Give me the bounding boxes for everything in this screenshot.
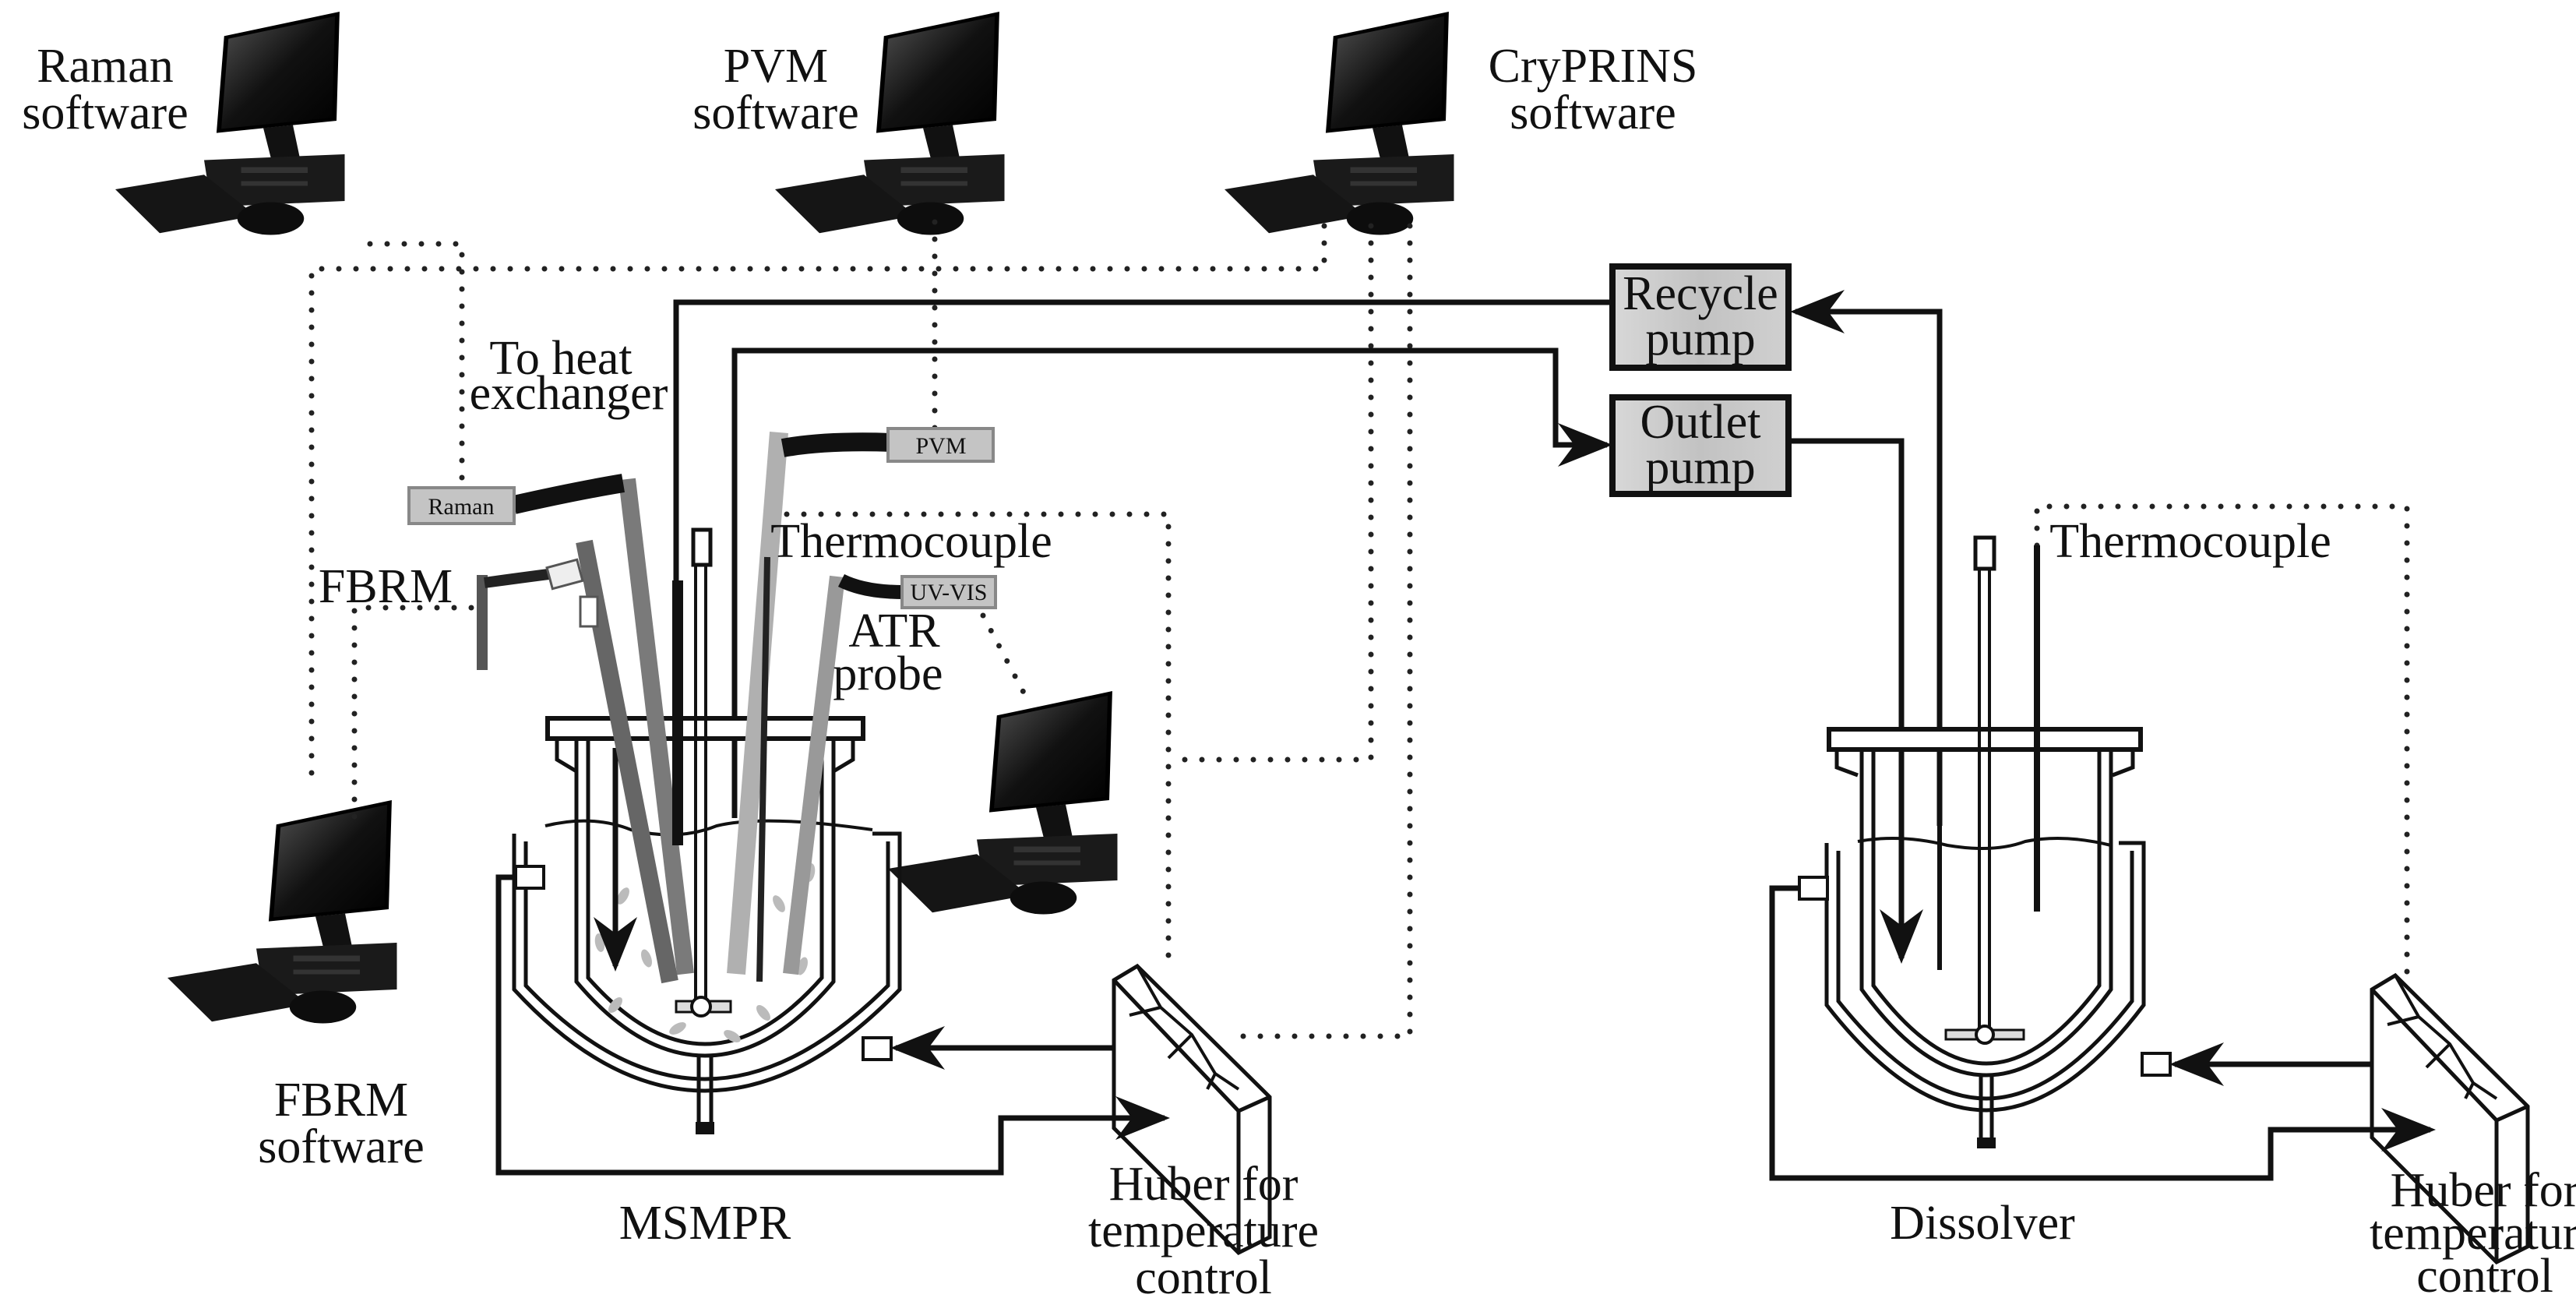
- fbrm-signal-line: [308, 223, 1327, 782]
- atr-probe-label-line2: probe: [833, 647, 943, 700]
- msmpr-huber-label-line3: control: [1135, 1251, 1272, 1304]
- cryprins-software-label-line1: CryPRINS: [1489, 40, 1698, 93]
- pvm-software-label-line1: PVM: [724, 40, 828, 93]
- msmpr-vessel: [512, 527, 902, 1134]
- dissolver-huber-label-line3: control: [2416, 1250, 2553, 1303]
- outlet-inlet-pipe: [731, 347, 1612, 818]
- dissolver-label: Dissolver: [1890, 1197, 2075, 1250]
- cryprins-huber-signal-line: [1228, 223, 1413, 1039]
- outlet-pump-label-line1: Outlet: [1640, 396, 1761, 449]
- recycle-pump-label-line2: pump: [1645, 312, 1755, 365]
- atr-computer-icon: [888, 693, 1118, 915]
- msmpr-thermocouple-label: Thermocouple: [770, 515, 1052, 568]
- raman-signal-line: [367, 241, 465, 498]
- raman-software-label-line2: software: [22, 86, 188, 139]
- cryprins-software-label-line2: software: [1510, 86, 1676, 139]
- dissolver-thermocouple-label: Thermocouple: [2049, 515, 2331, 568]
- uvvis-probe-tag: [900, 575, 997, 609]
- dissolver-huber-label-line2: temperature: [2370, 1207, 2576, 1260]
- pvm-software-label-line2: software: [692, 86, 858, 139]
- recycle-pump-label-line1: Recycle: [1623, 267, 1778, 320]
- dissolver-huber-label-line1: Huber for: [2391, 1164, 2576, 1217]
- uvvis-probe-label: UV-VIS: [911, 580, 988, 605]
- raman-probe-label: Raman: [428, 494, 495, 520]
- msmpr-huber-label-line2: temperature: [1088, 1204, 1319, 1257]
- uvvis-signal-line: [980, 612, 1031, 704]
- thermocouple-huber-signal-line: [784, 511, 1172, 969]
- outlet-to-dissolver-pipe: [1791, 438, 1923, 964]
- outlet-pump: Outlet pump: [1609, 394, 1792, 497]
- cryprins-computer-icon: [1225, 14, 1454, 235]
- raman-software-label-line1: Raman: [37, 40, 174, 93]
- msmpr-label: MSMPR: [619, 1197, 791, 1250]
- raman-probe-tag: [407, 486, 516, 525]
- msmpr-huber-label-line1: Huber for: [1109, 1158, 1299, 1211]
- dissolver-thermocouple-signal-line: [2034, 503, 2410, 993]
- recycle-pump: Recycle pump: [1609, 263, 1792, 371]
- atr-probe-label-line1: ATR: [848, 605, 940, 658]
- dissolver-huber-return-pipe: [1769, 885, 2436, 1181]
- pvm-probe-tag: [886, 427, 995, 463]
- fbrm-software-label-line2: software: [258, 1120, 424, 1173]
- fbrm-probe-signal-line: [351, 605, 474, 829]
- fbrm-computer-icon: [167, 802, 397, 1024]
- dissolver-vessel: [1798, 535, 2172, 1148]
- signal-lines: [308, 219, 2410, 1039]
- outlet-pump-label-line2: pump: [1645, 441, 1755, 494]
- heat-exchanger-label-line2: exchanger: [470, 367, 668, 420]
- cryprins-atr-signal-line: [1173, 223, 1374, 763]
- fbrm-probe-label: FBRM: [319, 560, 453, 613]
- fbrm-software-label-line1: FBRM: [274, 1074, 408, 1127]
- recycle-return-pipe: [1790, 290, 1943, 826]
- msmpr-probes: Raman FBRM PVM UV-VIS: [319, 427, 997, 984]
- pvm-probe-label: PVM: [915, 433, 966, 459]
- msmpr-huber-return-pipe: [495, 874, 1170, 1176]
- heat-exchanger-label-line1: To heat: [489, 332, 632, 385]
